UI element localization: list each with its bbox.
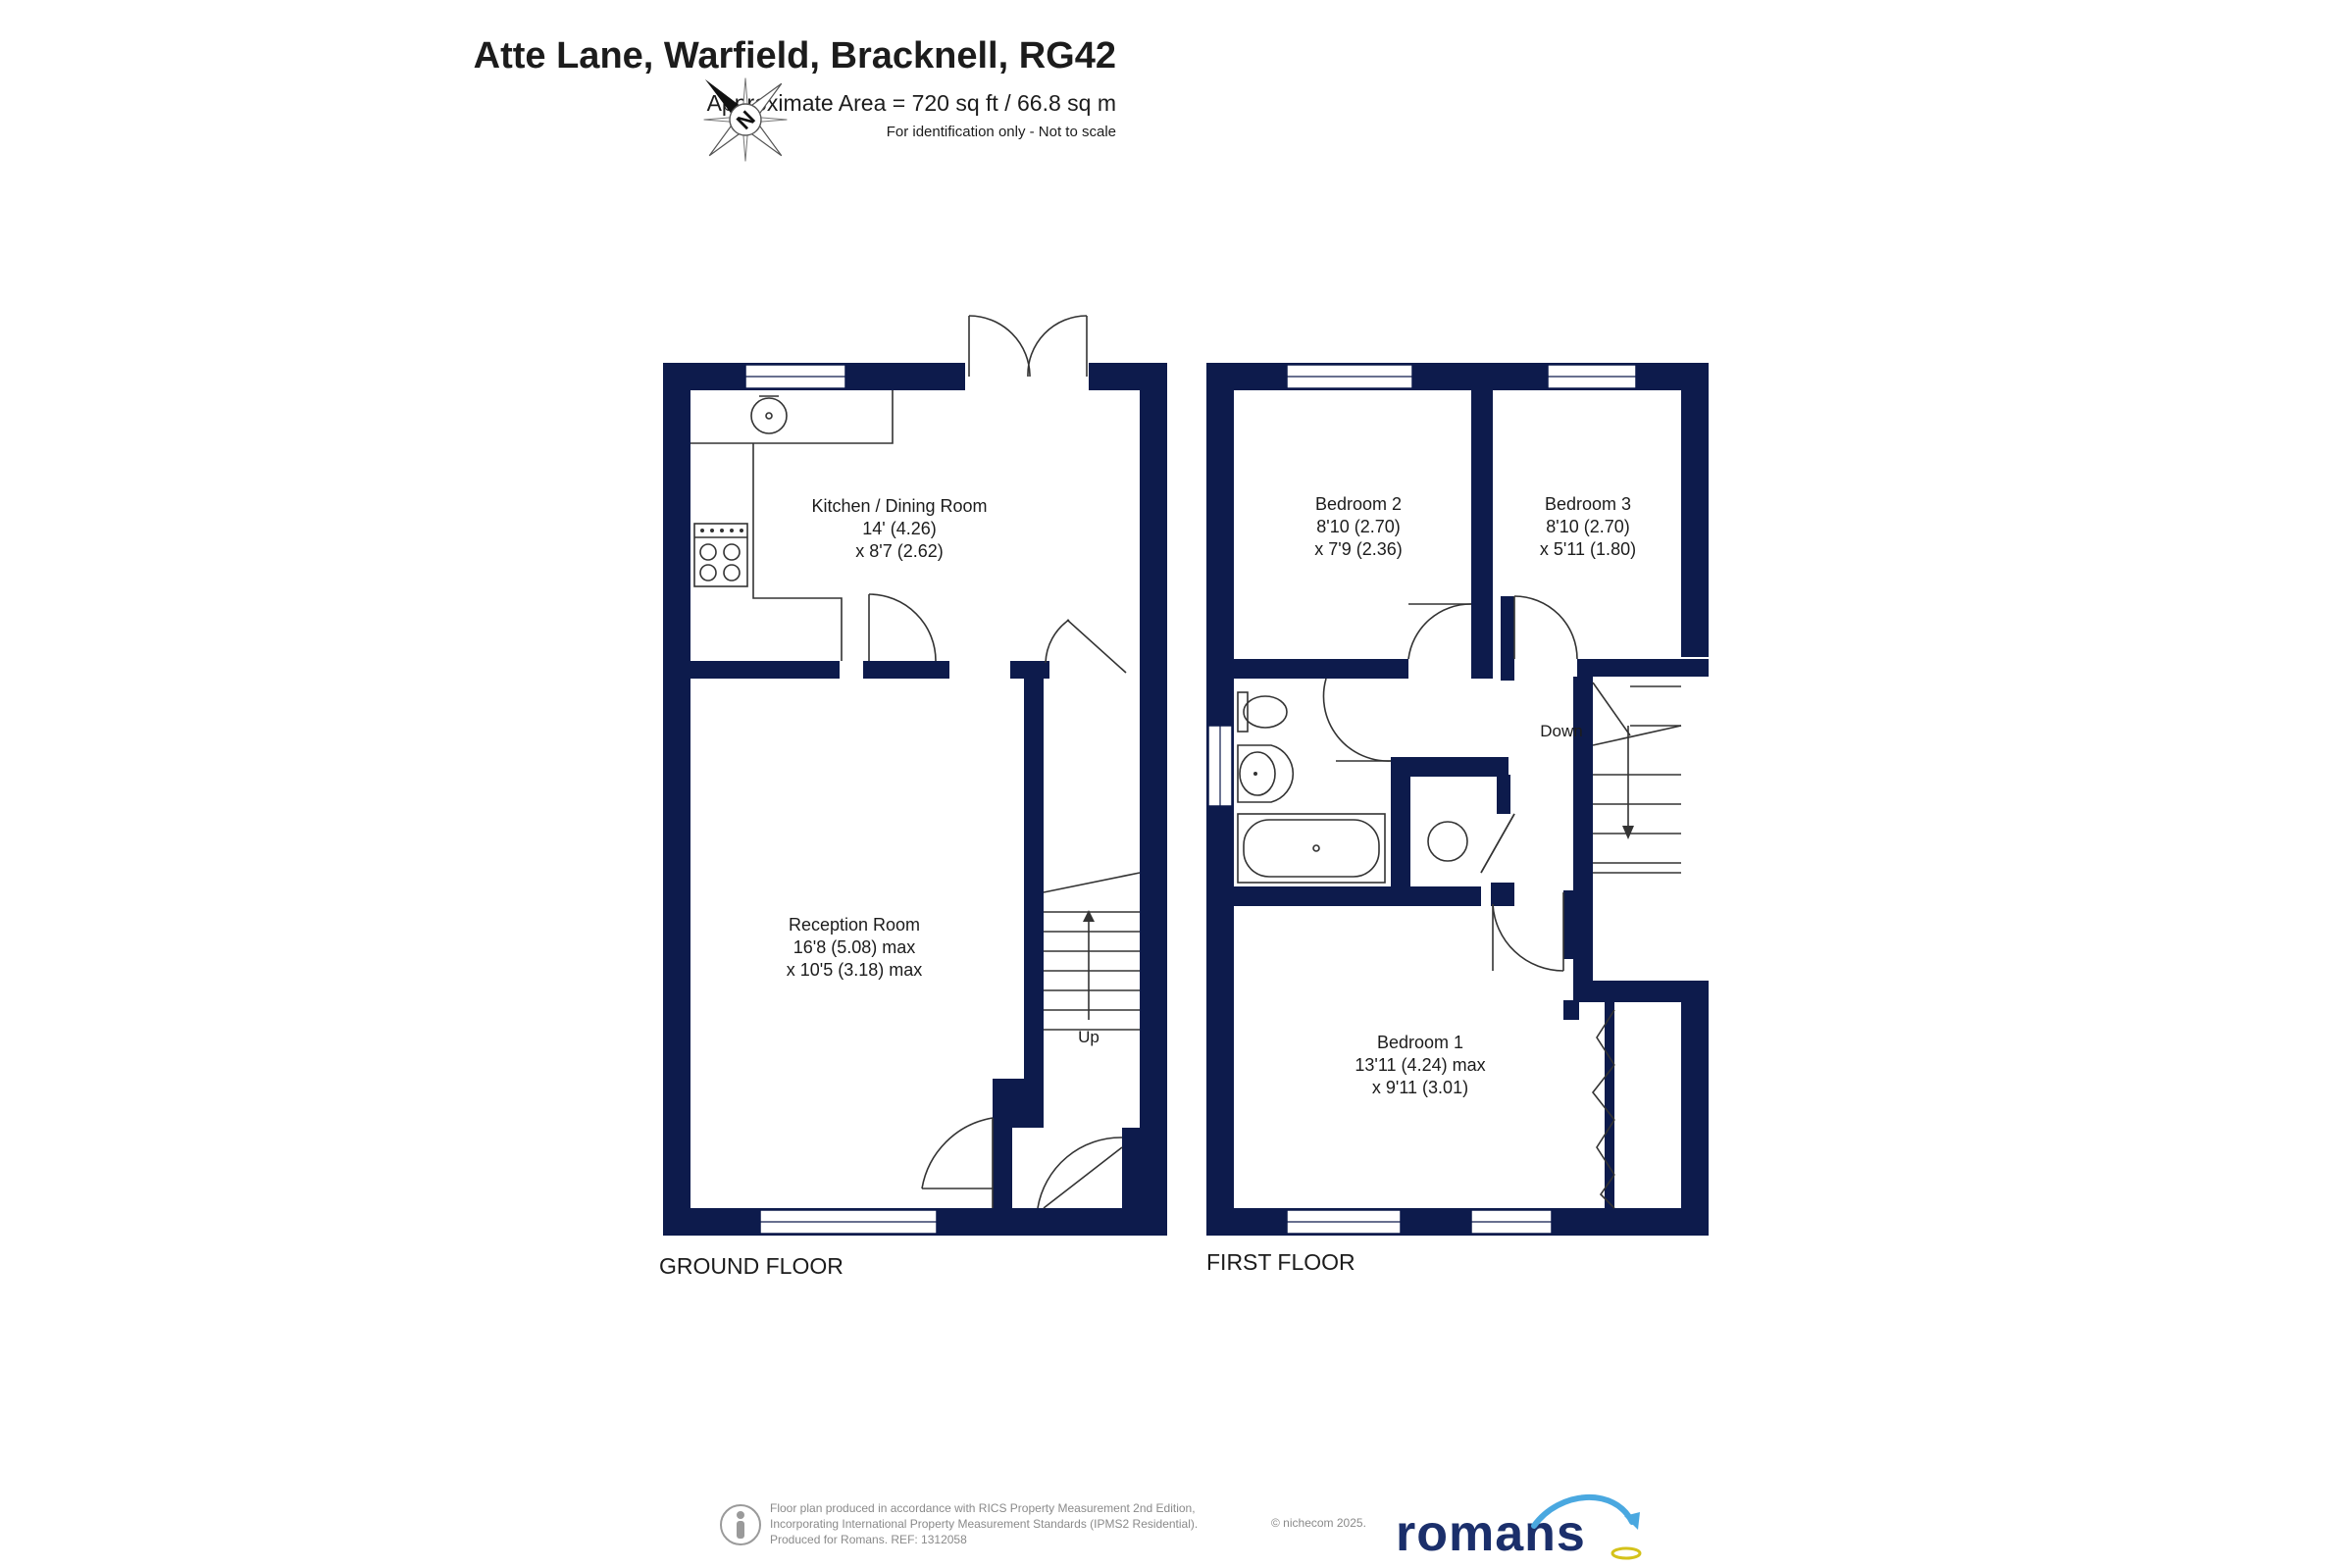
bathroom-window (1207, 725, 1233, 807)
first-floor-stairs (1592, 682, 1682, 874)
room-label-reception: Reception Room 16'8 (5.08) max x 10'5 (3… (787, 914, 923, 982)
bedroom2-dim1: 8'10 (2.70) (1316, 517, 1401, 536)
reception-name: Reception Room (788, 915, 921, 935)
ground-floor-plan (663, 315, 1167, 1236)
bedroom1-dim1: 13'11 (4.24) max (1355, 1055, 1486, 1075)
ground-kitchen-window (744, 364, 846, 389)
bedroom3-window (1547, 364, 1637, 389)
reception-dim1: 16'8 (5.08) max (793, 937, 916, 957)
ground-floor-label: GROUND FLOOR (659, 1253, 844, 1279)
bedroom1-window-right (1470, 1209, 1553, 1235)
first-floor-plan (1206, 363, 1709, 1236)
boiler-cupboard (1427, 821, 1468, 862)
bedroom2-dim2: x 7'9 (2.36) (1314, 539, 1403, 559)
wardrobe-doors (1591, 1009, 1615, 1209)
approximate-area: Approximate Area = 720 sq ft / 66.8 sq m (706, 90, 1116, 116)
room-label-bedroom3: Bedroom 3 8'10 (2.70) x 5'11 (1.80) (1540, 493, 1636, 561)
bedroom2-window (1286, 364, 1413, 389)
kitchen-dim2: x 8'7 (2.62) (855, 541, 944, 561)
room-label-kitchen: Kitchen / Dining Room 14' (4.26) x 8'7 (… (811, 495, 987, 563)
basin-icon (1237, 744, 1295, 803)
stairs-down-label: Down (1540, 722, 1583, 740)
scale-disclaimer: For identification only - Not to scale (886, 124, 1116, 140)
room-label-bedroom1: Bedroom 1 13'11 (4.24) max x 9'11 (3.01) (1355, 1032, 1485, 1099)
bedroom3-dim2: x 5'11 (1.80) (1539, 539, 1637, 559)
bedroom1-dim2: x 9'11 (3.01) (1371, 1078, 1469, 1097)
bedroom1-window-left (1286, 1209, 1402, 1235)
room-label-bedroom2: Bedroom 2 8'10 (2.70) x 7'9 (2.36) (1314, 493, 1402, 561)
reception-dim2: x 10'5 (3.18) max (786, 960, 923, 980)
logo-swoosh-icon (1531, 1494, 1642, 1560)
kitchen-dim1: 14' (4.26) (862, 519, 937, 538)
ground-stairs (1043, 872, 1141, 1031)
bedroom3-dim1: 8'10 (2.70) (1546, 517, 1630, 536)
footer-line3: Produced for Romans. REF: 1312058 (770, 1533, 967, 1546)
person-info-icon (720, 1504, 761, 1545)
kitchen-sink (750, 395, 788, 434)
first-floor-label: FIRST FLOOR (1206, 1249, 1355, 1275)
bedroom2-name: Bedroom 2 (1314, 494, 1403, 514)
kitchen-hob (693, 523, 748, 587)
french-doors (968, 315, 1088, 378)
romans-logo: romans (1396, 1505, 1586, 1562)
bedroom3-name: Bedroom 3 (1544, 494, 1632, 514)
toilet-icon (1237, 691, 1288, 733)
footer-line1: Floor plan produced in accordance with R… (770, 1501, 1196, 1515)
north-arrow-icon: N (703, 77, 788, 162)
kitchen-name: Kitchen / Dining Room (811, 496, 988, 516)
copyright-notice: © nichecom 2025. (1271, 1516, 1366, 1530)
measurement-disclaimer: Floor plan produced in accordance with R… (770, 1500, 1198, 1547)
footer-line2: Incorporating International Property Mea… (770, 1517, 1199, 1531)
property-address-title: Atte Lane, Warfield, Bracknell, RG42 (473, 35, 1116, 76)
bath-icon (1237, 813, 1386, 884)
ground-reception-window (759, 1209, 938, 1235)
bedroom1-name: Bedroom 1 (1376, 1033, 1464, 1052)
stairs-up-label: Up (1078, 1028, 1099, 1046)
